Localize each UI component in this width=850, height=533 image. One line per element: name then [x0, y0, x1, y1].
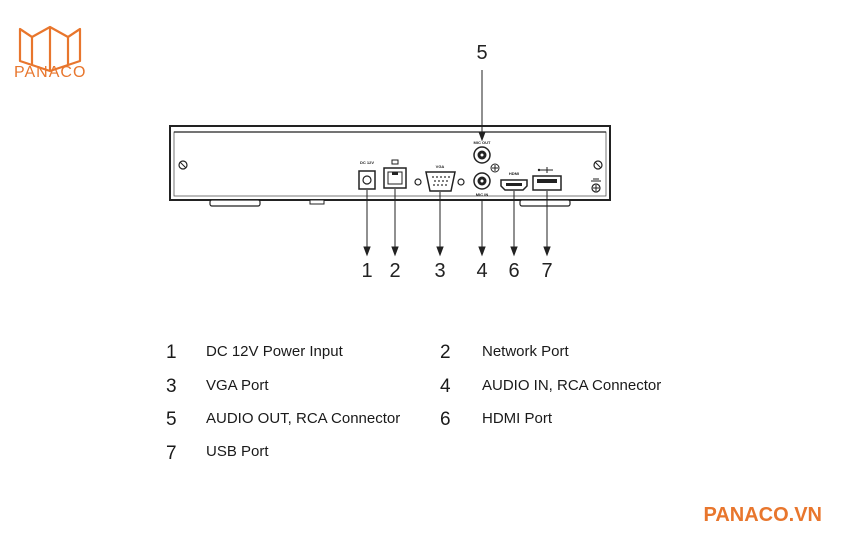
callout-4: 4	[476, 260, 488, 282]
legend-text: VGA Port	[206, 377, 269, 394]
legend-text: AUDIO IN, RCA Connector	[482, 377, 662, 394]
legend-num: 5	[166, 409, 177, 430]
callout-5: 5	[476, 42, 488, 64]
dc-power-port-icon: DC 12V	[358, 160, 376, 190]
mic-out-label: MIC OUT	[474, 140, 491, 145]
callout-1: 1	[361, 260, 373, 282]
callout-6: 6	[508, 260, 520, 282]
legend-text: USB Port	[206, 443, 269, 460]
panaco-logo-icon	[18, 25, 82, 73]
legend-num: 2	[440, 342, 451, 363]
legend-text: Network Port	[482, 343, 569, 360]
legend-num: 7	[166, 443, 177, 464]
callout-3: 3	[434, 260, 446, 282]
logo-text: PANACO	[14, 64, 87, 81]
dc-port-label: DC 12V	[360, 160, 374, 165]
hdmi-port-icon: HDMI	[500, 171, 528, 191]
ground-terminal-icon	[591, 178, 601, 193]
legend-num: 3	[166, 376, 177, 397]
legend-num: 1	[166, 342, 177, 363]
vga-port-label: VGA	[436, 164, 445, 169]
vga-port-icon: VGA	[414, 164, 465, 192]
site-url: PANACO.VN	[703, 504, 822, 526]
usb-port-icon	[532, 167, 562, 191]
legend-num: 4	[440, 376, 451, 397]
audio-rca-ports-icon: MIC OUT MIC IN	[473, 140, 500, 197]
legend-num: 6	[440, 409, 451, 430]
callout-7: 7	[541, 260, 553, 282]
device-rear-panel-diagram: DC 12V VGA MIC OUT MIC IN	[169, 70, 611, 257]
device-chassis	[169, 125, 611, 207]
legend-text: AUDIO OUT, RCA Connector	[206, 410, 401, 427]
mic-in-label: MIC IN	[476, 192, 489, 197]
network-port-icon	[383, 159, 407, 189]
callout-2: 2	[389, 260, 401, 282]
callout-leaders	[363, 70, 551, 257]
hdmi-port-label: HDMI	[509, 171, 519, 176]
legend-text: HDMI Port	[482, 410, 553, 427]
legend-text: DC 12V Power Input	[206, 343, 343, 360]
